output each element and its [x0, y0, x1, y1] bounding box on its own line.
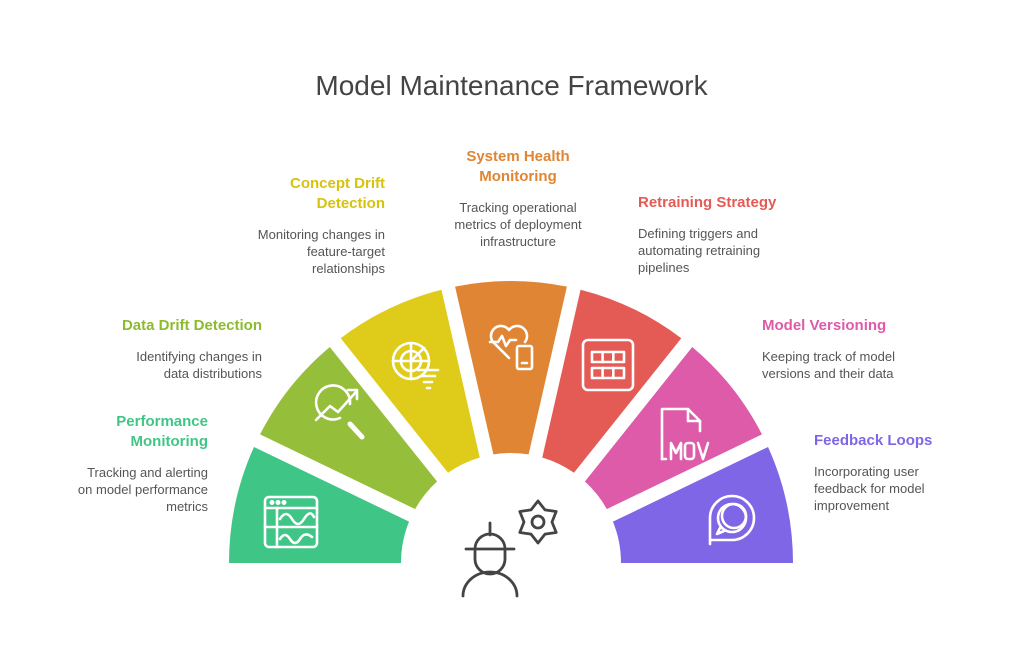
description-line: Monitoring changes in — [257, 227, 385, 242]
label-description: Incorporating user feedback for model impr… — [814, 463, 994, 514]
heading-line: Model Versioning — [762, 317, 887, 334]
label-heading: Feedback Loops — [814, 431, 994, 451]
mov-file-icon — [660, 407, 710, 461]
engineer-gear-icon — [461, 499, 558, 598]
grid-panel-icon — [581, 338, 635, 392]
label-description: Monitoring changes in feature-target relat… — [210, 226, 385, 277]
label-description: Defining triggers and automating retraini… — [638, 225, 813, 276]
description-line: feature-target — [306, 244, 385, 259]
segment-system-health-monitoring — [455, 280, 567, 455]
heading-line: Data Drift Detection — [121, 317, 262, 334]
heading-line: Performance — [116, 413, 208, 430]
dashboard-chart-icon — [263, 495, 319, 549]
label-heading: Model Versioning — [762, 316, 952, 336]
segment-performance-monitoring — [229, 446, 410, 563]
description-line: metrics of deployment — [454, 217, 582, 232]
description-line: on model performance — [77, 482, 208, 497]
label-description: Tracking operational metrics of deploymen… — [430, 199, 606, 250]
heading-line: Monitoring — [479, 168, 557, 185]
description-line: infrastructure — [480, 234, 556, 249]
segment-data-drift-detection — [260, 346, 438, 510]
engineer-icon — [461, 521, 519, 598]
segment-model-versioning — [584, 346, 762, 510]
heading-line: Retraining Strategy — [638, 194, 777, 211]
description-line: versions and their data — [762, 366, 894, 381]
description-line: pipelines — [638, 260, 690, 275]
label-description: Identifying changes in data distributions — [80, 348, 262, 382]
segment-retraining-strategy — [542, 289, 682, 473]
description-line: data distributions — [163, 366, 262, 381]
description-line: Defining triggers and — [638, 226, 758, 241]
description-line: relationships — [312, 261, 385, 276]
heart-device-icon — [488, 324, 534, 371]
description-line: improvement — [814, 498, 890, 513]
gear-icon — [518, 499, 558, 545]
diagram-title: Model Maintenance Framework — [315, 70, 708, 101]
radar-tornado-icon — [391, 341, 440, 390]
description-line: metrics — [166, 499, 208, 514]
description-line: Tracking operational — [459, 200, 577, 215]
heading-line: Monitoring — [130, 433, 208, 450]
description-line: Identifying changes in — [136, 349, 262, 364]
description-line: Incorporating user — [814, 464, 919, 479]
label-heading: Data Drift Detection — [80, 316, 262, 336]
heading-line: Detection — [316, 195, 385, 212]
description-line: feedback for model — [814, 481, 925, 496]
trend-search-icon — [314, 384, 365, 440]
chat-bubble-icon — [708, 494, 756, 546]
label-description: Keeping track of model versions and their… — [762, 348, 952, 382]
heading-line: Concept Drift — [290, 175, 385, 192]
description-line: Tracking and alerting — [87, 465, 208, 480]
description-line: automating retraining — [638, 243, 761, 258]
segment-concept-drift-detection — [340, 289, 480, 473]
label-heading: Retraining Strategy — [638, 193, 813, 213]
heading-line: System Health — [466, 148, 570, 165]
heading-line: Feedback Loops — [814, 432, 933, 449]
description-line: Keeping track of model — [762, 349, 895, 364]
label-description: Tracking and alerting on model performanc… — [40, 464, 208, 515]
